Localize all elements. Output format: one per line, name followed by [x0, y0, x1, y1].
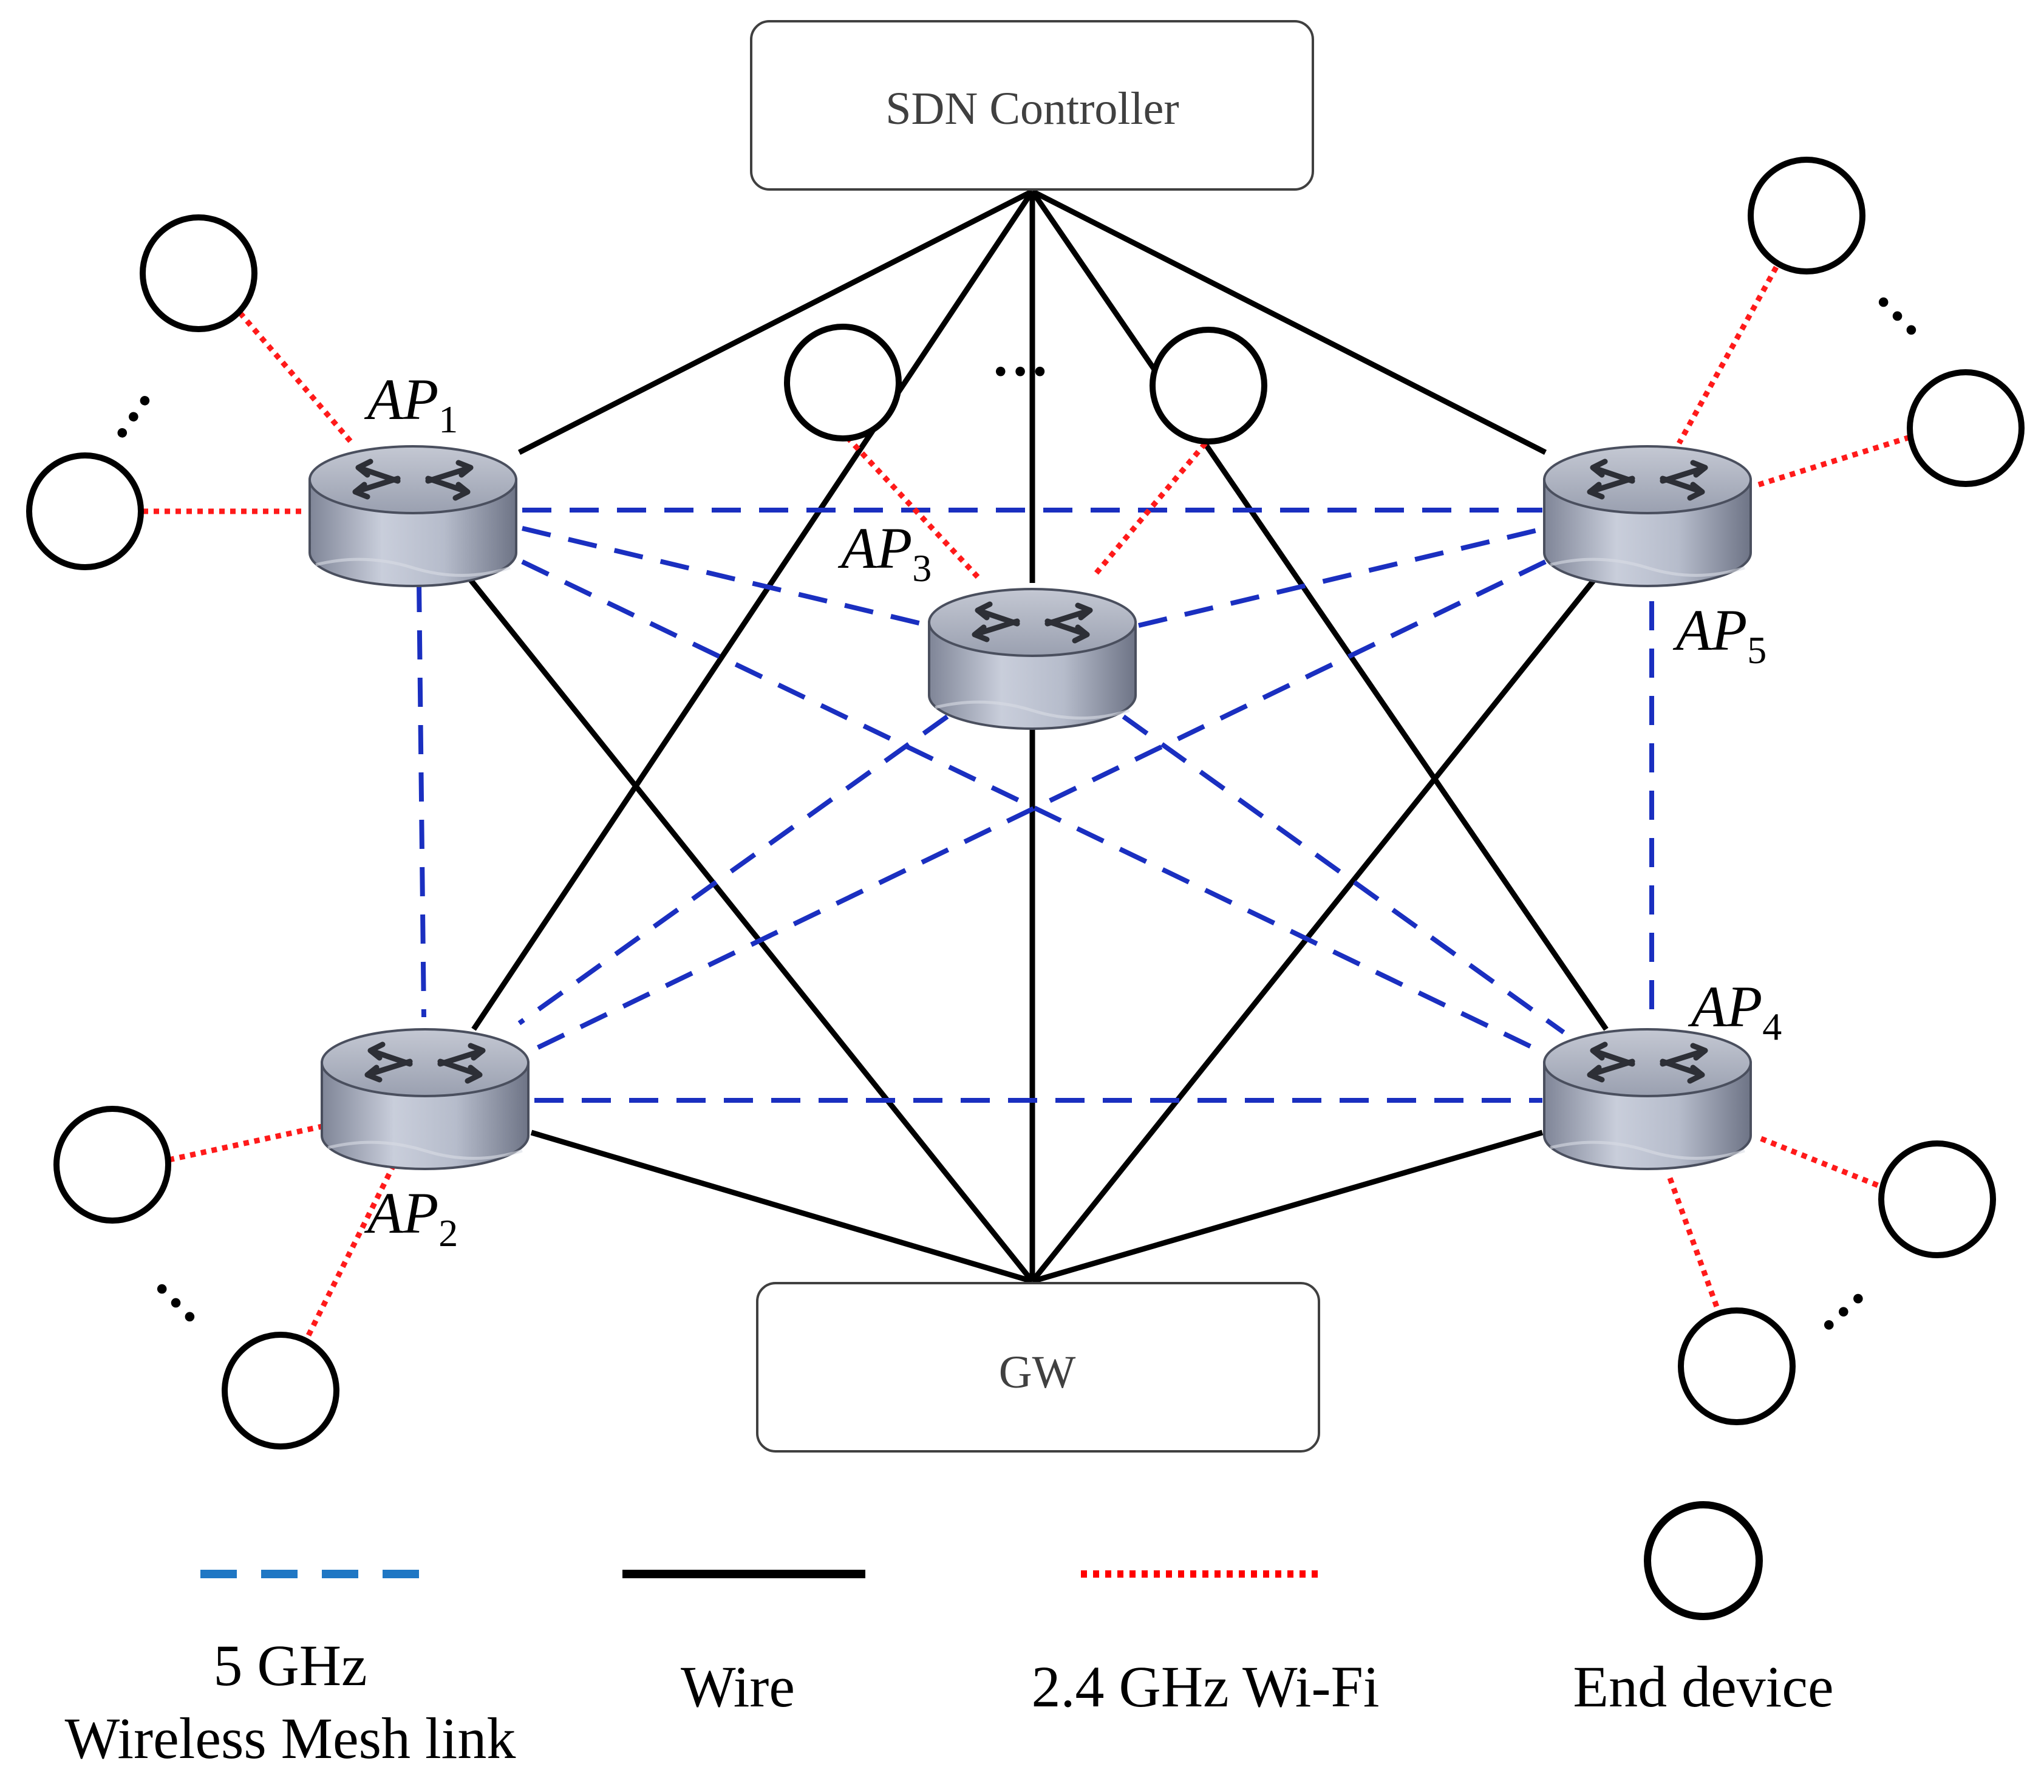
gateway-box: GW [756, 1282, 1320, 1453]
end-device [140, 214, 257, 332]
sdn-controller-box: SDN Controller [750, 20, 1314, 191]
ellipsis-ap1: … [77, 365, 164, 450]
ellipsis-ap2: … [143, 1248, 231, 1335]
router-ap1 [310, 446, 516, 586]
end-device [53, 1106, 171, 1224]
ap1-label: AP1 [364, 367, 458, 441]
mesh-ap1-ap2 [417, 582, 426, 1018]
router-ap3 [929, 589, 1136, 729]
legend-mesh-line2: Wireless Mesh link [65, 1706, 516, 1771]
legend: 5 GHz Wireless Mesh link Wire 2.4 GHz Wi… [65, 1501, 1834, 1771]
wifi-ap5-device-a [1677, 265, 1779, 445]
end-device [1150, 327, 1267, 445]
end-device [1748, 157, 1865, 274]
gateway-label: GW [999, 1347, 1076, 1398]
end-device [1678, 1307, 1796, 1425]
end-device [222, 1332, 339, 1450]
wire-ap1-gw [468, 578, 1035, 1283]
ellipsis-ap3: … [991, 323, 1049, 388]
wire-ap2-gw [530, 1129, 1034, 1284]
end-device [26, 452, 144, 570]
router-ap5 [1544, 446, 1751, 586]
wifi-ap4-device-b [1667, 1177, 1722, 1313]
router-ap4 [1544, 1029, 1751, 1169]
ap3-label: AP3 [837, 516, 932, 590]
ap5-label: AP5 [1672, 598, 1766, 672]
wire-links [468, 188, 1609, 1284]
mesh-ap3-ap5 [1138, 526, 1546, 628]
mesh-ap3-ap2 [517, 714, 949, 1026]
wire-controller-ap1 [517, 188, 1034, 455]
wifi-ap2-device-a [168, 1123, 322, 1163]
end-devices [26, 157, 2025, 1450]
legend-wire-label: Wire [681, 1654, 795, 1719]
ap2-label: AP2 [364, 1180, 458, 1255]
legend-wifi-label: 2.4 GHz Wi-Fi [1032, 1654, 1380, 1719]
legend-mesh-line1: 5 GHz [213, 1633, 367, 1698]
wifi-links [143, 265, 1911, 1347]
wifi-ap5-device-b [1754, 434, 1911, 489]
wire-controller-ap5 [1031, 188, 1547, 455]
wire-controller-ap4 [1030, 189, 1609, 1031]
ap4-label: AP4 [1688, 974, 1782, 1048]
sdn-controller-label: SDN Controller [885, 83, 1179, 134]
mesh-links [417, 508, 1654, 1103]
legend-device-swatch [1644, 1501, 1763, 1620]
wifi-ap2-device-b [301, 1161, 398, 1347]
router-ap2 [322, 1029, 528, 1169]
mesh-ap3-ap4 [1122, 714, 1565, 1035]
ellipsis-ap5: … [1865, 261, 1952, 349]
wifi-ap1-device-a [237, 311, 355, 445]
end-device [784, 324, 902, 441]
wire-ap4-gw [1031, 1129, 1544, 1284]
wire-controller-ap2 [471, 189, 1035, 1031]
end-device [1907, 369, 2025, 487]
wire-ap5-gw [1030, 578, 1596, 1283]
wifi-ap3-device-b [1091, 441, 1208, 579]
legend-device-label: End device [1573, 1654, 1833, 1719]
wifi-ap4-device-a [1760, 1136, 1884, 1190]
ellipsis-ap4: … [1790, 1256, 1876, 1344]
end-device [1878, 1140, 1996, 1258]
mesh-ap1-ap3 [522, 526, 930, 628]
